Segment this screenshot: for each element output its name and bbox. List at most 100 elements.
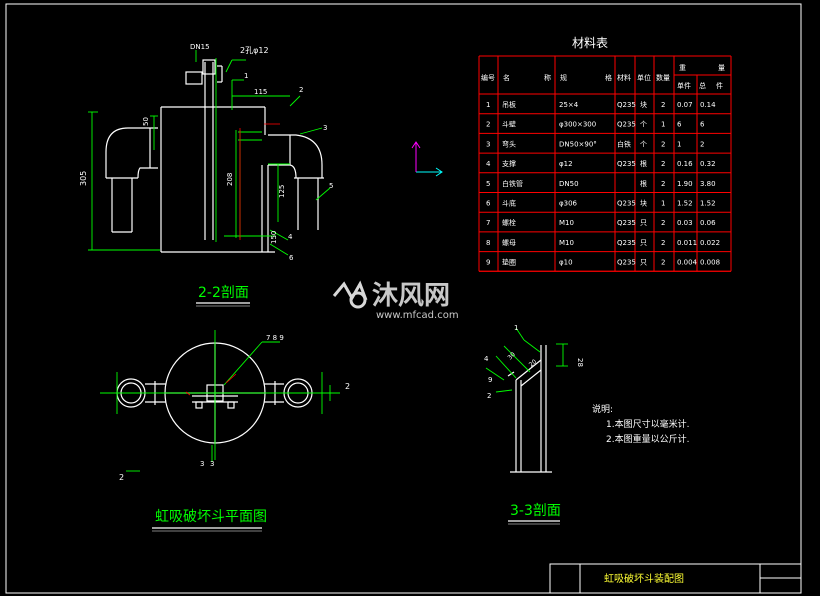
s33-label-4: 4	[484, 355, 489, 363]
table-cell-qty: 1	[661, 200, 665, 208]
table-cell-material: Q235	[617, 219, 636, 227]
plan-view: 7 8 9 2 2 3 3 虹吸破坏斗平面图	[100, 330, 350, 532]
th-unit: 单位	[637, 73, 651, 82]
table-cell-unit: 只	[640, 219, 647, 227]
left-elbow-pipe	[105, 127, 158, 233]
table-cell-name: 垫圈	[502, 258, 516, 267]
label-n4: 4	[288, 233, 293, 241]
table-cell-no: 6	[486, 200, 491, 208]
material-table-grid	[478, 55, 732, 272]
hopper-body	[160, 106, 275, 253]
plan-label-789: 7 8 9	[266, 334, 284, 342]
label-305: 305	[79, 171, 88, 186]
th-no: 编号	[481, 73, 495, 82]
s33-label-28: 28	[576, 358, 584, 367]
section-22-view: DN15 2孔φ12 1 115 2 3 50 305 208 125 5 15…	[79, 43, 333, 307]
table-cell-qty: 2	[661, 101, 665, 109]
table-cell-name: 螺母	[502, 238, 516, 247]
table-cell-total-w: 0.022	[700, 239, 720, 247]
table-cell-qty: 2	[661, 160, 665, 168]
label-dn15: DN15	[190, 43, 210, 51]
plan-cut-2-right: 2	[345, 382, 350, 391]
notes: 说明: 1.本图尺寸以毫米计. 2.本图重量以公斤计.	[592, 403, 689, 445]
label-150: 150	[270, 231, 278, 244]
table-cell-no: 4	[486, 160, 491, 168]
table-cell-total-w: 0.06	[700, 219, 716, 227]
table-cell-no: 3	[486, 140, 490, 148]
section-33-title: 3-3剖面	[510, 503, 561, 519]
s33-label-2: 2	[487, 392, 491, 400]
material-table-header: 编号 名 称 规 格 材料 单位 数量 重 量 单件 总 件	[481, 64, 725, 90]
center-hanger	[185, 59, 223, 240]
plan-dimensions	[100, 330, 340, 472]
table-cell-unit: 只	[640, 259, 647, 267]
section-22-cut-lines	[239, 123, 280, 240]
table-cell-name: 吊板	[502, 100, 516, 109]
table-cell-qty: 2	[661, 140, 665, 148]
watermark-brand: 沐风网	[372, 281, 450, 311]
th-weight-a: 重	[679, 64, 686, 72]
table-cell-spec: φ12	[559, 160, 573, 168]
table-cell-qty: 2	[661, 180, 665, 188]
label-115: 115	[254, 88, 267, 96]
th-name-a: 名	[503, 73, 510, 82]
drawing-frame	[5, 3, 802, 594]
label-n2: 2	[299, 86, 303, 94]
plan-cut-2-left: 2	[119, 473, 124, 482]
table-cell-total-w: 3.80	[700, 180, 716, 188]
th-spec-b: 格	[605, 73, 612, 82]
label-n1: 1	[244, 72, 248, 80]
th-name-b: 称	[544, 73, 551, 82]
table-cell-material: Q235	[617, 200, 636, 208]
label-n5: 5	[329, 182, 333, 190]
table-cell-spec: DN50×90°	[559, 140, 597, 148]
s33-label-9: 9	[488, 376, 492, 384]
th-unit-weight: 单件	[677, 81, 691, 90]
table-cell-total-w: 1.52	[700, 200, 716, 208]
table-cell-qty: 1	[661, 121, 665, 129]
material-table-title: 材料表	[572, 36, 608, 50]
s33-label-20: 20	[528, 358, 538, 368]
table-cell-material: Q235	[617, 121, 636, 129]
table-cell-unit: 个	[640, 121, 647, 129]
table-cell-unit-w: 1.90	[677, 180, 693, 188]
section-33-dimensions	[485, 327, 568, 393]
table-cell-total-w: 0.14	[700, 101, 716, 109]
table-cell-spec: M10	[559, 219, 574, 227]
table-cell-no: 2	[486, 121, 490, 129]
label-50: 50	[142, 117, 150, 126]
table-cell-total-w: 2	[700, 140, 704, 148]
table-cell-spec: 25×4	[559, 101, 579, 109]
table-cell-material: Q235	[617, 101, 636, 109]
table-cell-unit: 只	[640, 239, 647, 247]
table-cell-no: 7	[486, 219, 490, 227]
th-total-b: 件	[716, 81, 723, 90]
watermark-logo	[332, 280, 368, 309]
table-cell-no: 5	[486, 180, 490, 188]
table-cell-unit-w: 1	[677, 140, 681, 148]
table-cell-qty: 2	[661, 239, 665, 247]
notes-line-1: 1.本图尺寸以毫米计.	[606, 418, 689, 430]
watermark: 沐风网 www.mfcad.com	[332, 280, 459, 321]
table-cell-material: Q235	[617, 259, 636, 267]
plan-cut-3-bottom: 3	[200, 460, 204, 468]
table-cell-unit: 块	[640, 100, 647, 109]
table-cell-total-w: 6	[700, 121, 705, 129]
table-cell-unit-w: 6	[677, 121, 682, 129]
th-qty: 数量	[656, 73, 670, 82]
title-block-drawing-name: 虹吸破坏斗装配图	[604, 572, 684, 585]
plan-title: 虹吸破坏斗平面图	[155, 509, 267, 525]
label-208: 208	[226, 173, 234, 186]
table-cell-no: 1	[486, 101, 490, 109]
table-cell-spec: φ10	[559, 259, 573, 267]
table-cell-qty: 2	[661, 219, 665, 227]
plan-cut-3-top: 3	[210, 460, 214, 468]
table-cell-name: 支撑	[502, 159, 516, 168]
table-cell-total-w: 0.32	[700, 160, 716, 168]
label-hole: 2孔φ12	[240, 46, 269, 55]
